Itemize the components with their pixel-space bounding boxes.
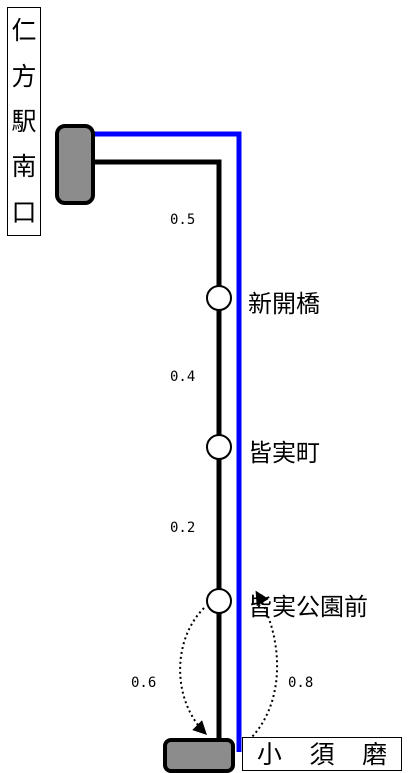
stop-marker-3: [206, 588, 232, 614]
terminal-top-block: [55, 124, 95, 205]
stop-marker-2: [206, 434, 232, 460]
terminal-bottom-label: 小 須 磨: [242, 737, 402, 771]
stop-label-3: 皆実公園前: [248, 593, 368, 621]
black-route-line: [90, 159, 222, 745]
distance-seg2: 0.4: [170, 369, 196, 385]
blue-route-line: [90, 131, 242, 752]
distance-loop-down: 0.6: [131, 675, 157, 691]
distance-seg3: 0.2: [170, 520, 196, 536]
dotted-arrow-down: [179, 607, 207, 735]
dotted-arrow-up: [248, 590, 278, 741]
terminal-bottom-char: 須: [309, 739, 335, 769]
terminal-bottom-block: [163, 738, 235, 773]
distance-loop-up: 0.8: [288, 675, 314, 691]
stop-label-1: 新開橋: [248, 290, 320, 318]
terminal-bottom-char: 小: [256, 739, 282, 769]
terminal-top-char: 駅: [11, 106, 37, 136]
stop-marker-1: [206, 285, 232, 311]
terminal-top-char: 口: [11, 197, 37, 227]
stop-label-2: 皆実町: [248, 439, 320, 467]
terminal-top-char: 南: [11, 152, 37, 182]
terminal-bottom-char: 磨: [362, 739, 388, 769]
terminal-top-label: 仁 方 駅 南 口: [7, 7, 41, 236]
distance-seg1: 0.5: [170, 212, 196, 228]
terminal-top-char: 方: [11, 61, 37, 91]
terminal-top-char: 仁: [11, 16, 37, 46]
